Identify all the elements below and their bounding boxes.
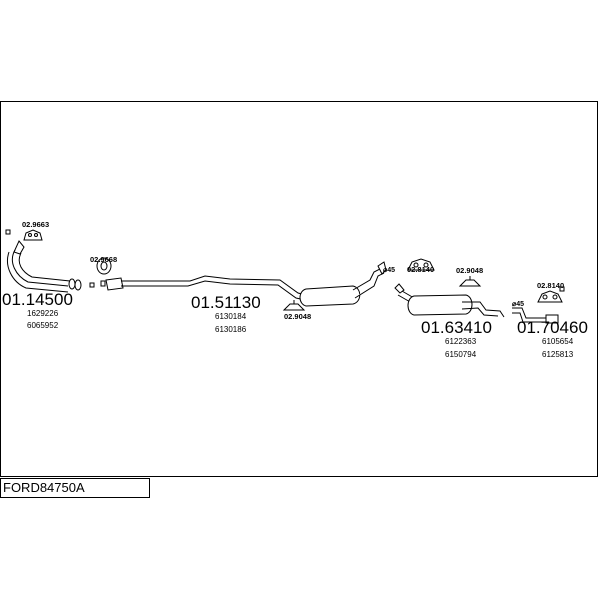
front-pipe-part[interactable] xyxy=(5,229,95,293)
accessory-label: 02.9048 xyxy=(284,312,311,321)
center-silencer[interactable] xyxy=(299,261,387,307)
angle-label: ⌀45 xyxy=(383,267,395,274)
part-number: 01.63410 xyxy=(421,318,492,337)
oem-number: 6150794 xyxy=(445,350,477,359)
part-number: 01.51130 xyxy=(191,293,261,312)
hanger-02-9663[interactable] xyxy=(23,229,43,241)
part-number: 01.14500 xyxy=(2,290,73,309)
oem-number: 1629226 xyxy=(27,309,59,318)
tail-pipe-part[interactable] xyxy=(512,286,565,324)
angle-label: ⌀45 xyxy=(512,301,524,308)
oem-number: 6130186 xyxy=(215,325,247,334)
part-number: 01.70460 xyxy=(517,318,588,337)
oem-number: 6105654 xyxy=(542,337,574,346)
accessory-label: 02.9668 xyxy=(90,255,117,264)
accessory-label: 02.9663 xyxy=(22,220,49,229)
oem-number: 6130184 xyxy=(215,312,247,321)
clamp-02-9048-a[interactable] xyxy=(282,300,306,311)
gasket-02-9668[interactable] xyxy=(96,257,112,275)
hanger-02-8140-a[interactable] xyxy=(407,258,435,271)
oem-number: 6065952 xyxy=(27,321,59,330)
accessory-label: 02.8140 xyxy=(407,265,434,274)
diagram-title: FORD84750A xyxy=(0,478,150,498)
diagram-frame xyxy=(0,101,598,477)
accessory-label: 02.9048 xyxy=(456,266,483,275)
rear-silencer-part[interactable] xyxy=(394,283,505,318)
middle-pipe-part[interactable] xyxy=(100,275,311,302)
accessory-label: 02.8140 xyxy=(537,281,564,290)
clamp-02-9048-b[interactable] xyxy=(458,276,482,287)
oem-number: 6125813 xyxy=(542,350,574,359)
oem-number: 6122363 xyxy=(445,337,477,346)
hanger-02-8140-b[interactable] xyxy=(537,290,563,303)
